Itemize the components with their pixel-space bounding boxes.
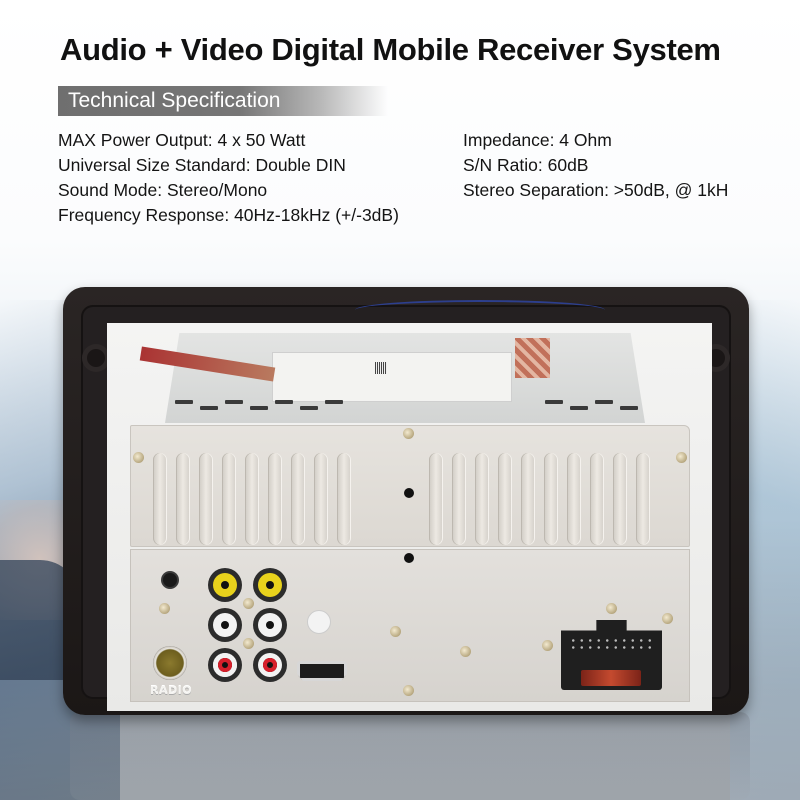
vent-slot <box>275 400 293 404</box>
vent-slot <box>475 453 489 545</box>
barcode-icon <box>375 362 387 374</box>
vent-slot <box>613 453 627 545</box>
rca-audio-left-2 <box>253 608 287 642</box>
screw-icon <box>460 646 471 657</box>
mount-hole <box>404 553 414 563</box>
vent-slot <box>245 453 259 545</box>
product-label-sticker <box>272 352 512 402</box>
vent-slot <box>521 453 535 545</box>
screw-icon <box>403 428 414 439</box>
screw-icon <box>243 598 254 609</box>
connector-fuse <box>581 670 641 686</box>
section-banner-label: Technical Specification <box>68 89 281 112</box>
vent-slot <box>291 453 305 545</box>
screw-icon <box>606 603 617 614</box>
vent-slot <box>620 406 638 410</box>
spec-list-right: Impedance: 4 Ohm S/N Ratio: 60dB Stereo … <box>463 128 728 203</box>
blue-wire <box>355 300 605 320</box>
connector-pins <box>569 637 654 651</box>
spec-frequency-response: Frequency Response: 40Hz-18kHz (+/-3dB) <box>58 205 399 225</box>
hdmi-port <box>297 661 347 681</box>
spec-list-left: MAX Power Output: 4 x 50 Watt Universal … <box>58 128 399 228</box>
spec-impedance: Impedance: 4 Ohm <box>463 130 612 150</box>
vent-slot <box>595 400 613 404</box>
spec-stereo-separation: Stereo Separation: >50dB, @ 1kH <box>463 180 729 200</box>
vent-slot <box>175 400 193 404</box>
screw-icon <box>403 685 414 696</box>
section-banner: Technical Specification <box>58 86 388 116</box>
screw-icon <box>390 626 401 637</box>
vent-slot <box>636 453 650 545</box>
spec-sn-ratio: S/N Ratio: 60dB <box>463 155 589 175</box>
vent-slot <box>176 453 190 545</box>
rca-aux-right <box>208 648 242 682</box>
screw-icon <box>676 452 687 463</box>
vent-slot <box>567 453 581 545</box>
antenna-port-label: RADIO <box>150 684 193 697</box>
fuse-warning-sticker <box>307 610 331 634</box>
vent-slot <box>498 453 512 545</box>
iso-wiring-connector <box>561 620 662 690</box>
spec-max-power: MAX Power Output: 4 x 50 Watt <box>58 130 306 150</box>
vent-slot <box>300 406 318 410</box>
spec-size-standard: Universal Size Standard: Double DIN <box>58 155 346 175</box>
vent-slot <box>199 453 213 545</box>
vent-slot <box>225 400 243 404</box>
vent-slot <box>337 453 351 545</box>
vent-slot <box>429 453 443 545</box>
warning-tag-right <box>515 338 550 378</box>
spec-sound-mode: Sound Mode: Stereo/Mono <box>58 180 268 200</box>
vent-slot <box>153 453 167 545</box>
screw-icon <box>662 613 673 624</box>
vent-slot <box>222 453 236 545</box>
vent-slot <box>268 453 282 545</box>
vent-slot <box>544 453 558 545</box>
screw-icon <box>159 603 170 614</box>
mic-jack <box>163 573 177 587</box>
rca-audio-left-1 <box>208 608 242 642</box>
antenna-jack <box>153 646 187 680</box>
upper-rear-panel <box>130 425 690 547</box>
vent-slot <box>200 406 218 410</box>
page-title: Audio + Video Digital Mobile Receiver Sy… <box>60 32 721 67</box>
rca-out-right <box>253 648 287 682</box>
mount-hole-top-left <box>87 349 105 367</box>
vent-slot <box>545 400 563 404</box>
vent-slot <box>314 453 328 545</box>
rca-video-out-2 <box>253 568 287 602</box>
vent-slot <box>452 453 466 545</box>
screw-icon <box>243 638 254 649</box>
rca-video-out-1 <box>208 568 242 602</box>
screw-icon <box>133 452 144 463</box>
vent-slot <box>325 400 343 404</box>
vent-slot <box>590 453 604 545</box>
vent-slot <box>250 406 268 410</box>
screw-icon <box>542 640 553 651</box>
vent-slot <box>570 406 588 410</box>
device-reflection <box>70 712 750 800</box>
mount-hole <box>404 488 414 498</box>
